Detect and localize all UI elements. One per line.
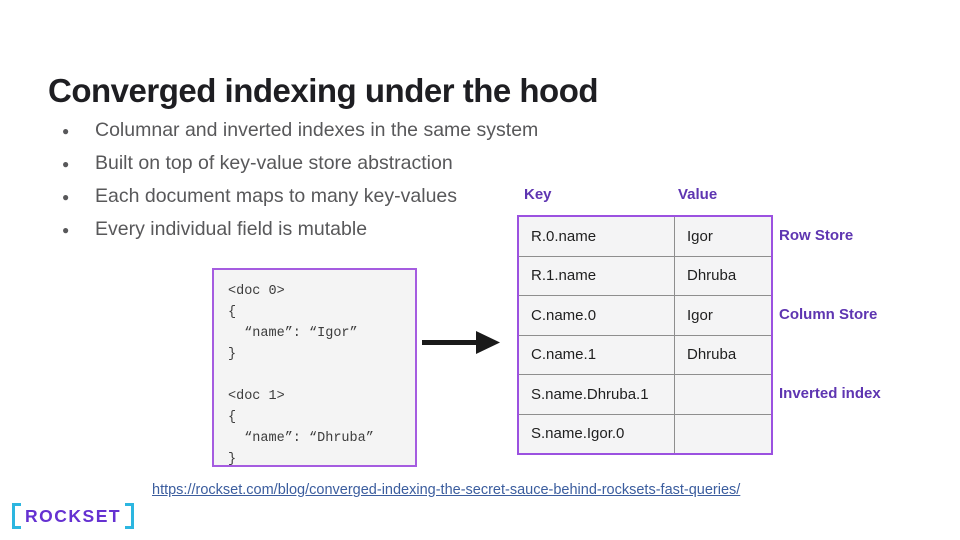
- table-row: R.1.name Dhruba: [517, 255, 773, 296]
- bullet-list: Columnar and inverted indexes in the sam…: [62, 114, 538, 247]
- kv-value-cell: Igor: [674, 295, 773, 336]
- document-code-text: <doc 0> { “name”: “Igor” } <doc 1> { “na…: [228, 284, 374, 467]
- kv-value-cell: Dhruba: [674, 255, 773, 296]
- document-code-box: <doc 0> { “name”: “Igor” } <doc 1> { “na…: [212, 268, 417, 467]
- kv-table: R.0.name Igor R.1.name Dhruba C.name.0 I…: [517, 215, 773, 455]
- table-row: C.name.0 Igor: [517, 295, 773, 336]
- table-row: C.name.1 Dhruba: [517, 334, 773, 375]
- table-row: R.0.name Igor: [517, 215, 773, 257]
- bullet-item: Each document maps to many key-values: [62, 180, 538, 214]
- right-arrow-icon: [422, 331, 500, 354]
- rockset-logo: ROCKSET: [12, 502, 135, 529]
- table-row: S.name.Dhruba.1: [517, 374, 773, 415]
- kv-value-cell: Dhruba: [674, 334, 773, 375]
- kv-key-cell: S.name.Igor.0: [517, 413, 675, 455]
- row-store-label: Row Store: [779, 227, 854, 244]
- column-store-label: Column Store: [779, 306, 878, 323]
- inverted-index-label: Inverted index: [779, 385, 881, 402]
- bullet-item: Built on top of key-value store abstract…: [62, 147, 538, 181]
- kv-table-key-header: Key: [524, 186, 552, 203]
- kv-value-cell: Igor: [674, 215, 773, 257]
- page-title: Converged indexing under the hood: [48, 72, 599, 110]
- kv-key-cell: R.1.name: [517, 255, 675, 296]
- kv-key-cell: R.0.name: [517, 215, 675, 257]
- bullet-item: Every individual field is mutable: [62, 213, 538, 247]
- kv-table-value-header: Value: [678, 186, 718, 203]
- kv-value-cell: [674, 374, 773, 415]
- bullet-item: Columnar and inverted indexes in the sam…: [62, 114, 538, 148]
- table-row: S.name.Igor.0: [517, 413, 773, 455]
- kv-value-cell: [674, 413, 773, 455]
- kv-key-cell: C.name.0: [517, 295, 675, 336]
- kv-key-cell: C.name.1: [517, 334, 675, 375]
- logo-wordmark: ROCKSET: [25, 505, 122, 526]
- logo-left-bracket-icon: [12, 502, 21, 529]
- logo-right-bracket-icon: [125, 502, 135, 529]
- kv-key-cell: S.name.Dhruba.1: [517, 374, 675, 415]
- blog-url-link[interactable]: https://rockset.com/blog/converged-index…: [152, 482, 741, 498]
